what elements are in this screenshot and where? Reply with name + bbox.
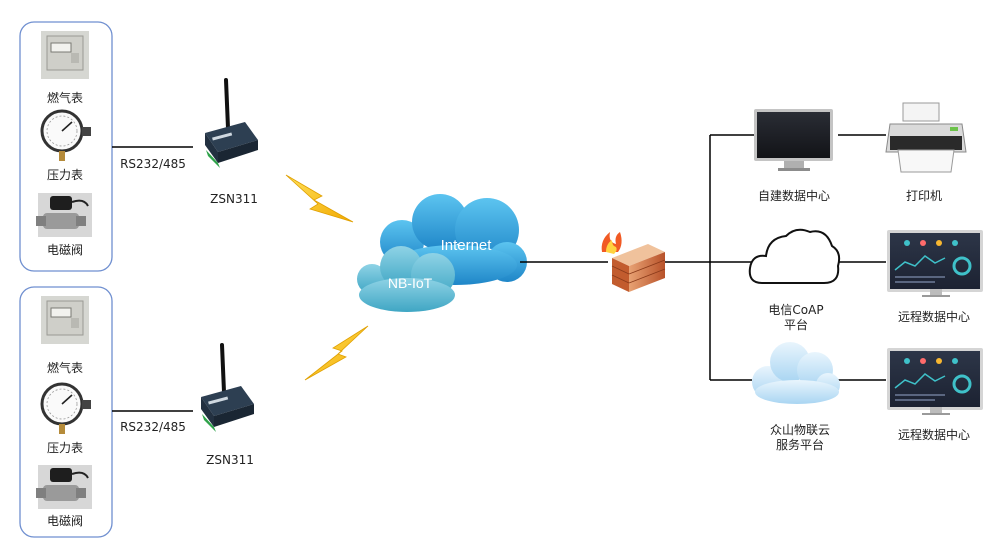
nbiot-label: NB-IoT [388, 275, 433, 291]
gas-meter-label: 燃气表 [46, 91, 84, 105]
nbiot-cloud-icon [357, 246, 455, 312]
remote-dc-label: 远程数据中心 [897, 310, 971, 324]
solenoid-valve-icon [36, 193, 92, 237]
pressure-gauge-label: 压力表 [46, 168, 84, 182]
solenoid-valve-label: 电磁阀 [46, 243, 84, 257]
zsn311-device-icon [201, 343, 254, 432]
wireless-bolt-icon [285, 174, 354, 223]
self-dc-label: 自建数据中心 [757, 189, 831, 203]
device-label: ZSN311 [206, 453, 254, 467]
pressure-gauge-icon [40, 109, 91, 161]
distribution-bus [665, 134, 886, 381]
gas-meter-icon [41, 296, 89, 344]
solenoid-valve-label: 电磁阀 [46, 514, 84, 528]
pressure-gauge-label: 压力表 [46, 441, 84, 455]
zsiot-label-line1: 众山物联云 [769, 423, 831, 437]
printer-label: 打印机 [905, 189, 943, 203]
telecom-cloud-icon [748, 228, 841, 284]
pressure-gauge-icon [40, 382, 91, 434]
gas-meter-label: 燃气表 [46, 361, 84, 375]
dashboard-monitor-icon [887, 230, 983, 297]
zsiot-cloud-icon [752, 342, 840, 404]
gas-meter-icon [41, 31, 89, 79]
monitor-icon [754, 109, 833, 171]
remote-dc-label: 远程数据中心 [897, 428, 971, 442]
firewall-icon [601, 232, 666, 292]
dashboard-monitor-icon [887, 348, 983, 415]
telecom-label: 电信CoAP 平台 [768, 303, 823, 333]
solenoid-valve-icon [36, 465, 92, 509]
zsn311-device-icon [205, 78, 258, 168]
telecom-label-line1: 电信CoAP [768, 303, 824, 317]
zsiot-label-line2: 服务平台 [775, 438, 825, 452]
serial-link-label: RS232/485 [120, 420, 186, 434]
internet-label: Internet [441, 237, 493, 254]
serial-link-label: RS232/485 [120, 157, 186, 171]
telecom-label-line2: 平台 [783, 318, 809, 332]
zsiot-label: 众山物联云 服务平台 [770, 423, 830, 453]
device-label: ZSN311 [210, 192, 258, 206]
printer-icon [885, 102, 967, 173]
wireless-bolt-icon [304, 325, 369, 381]
